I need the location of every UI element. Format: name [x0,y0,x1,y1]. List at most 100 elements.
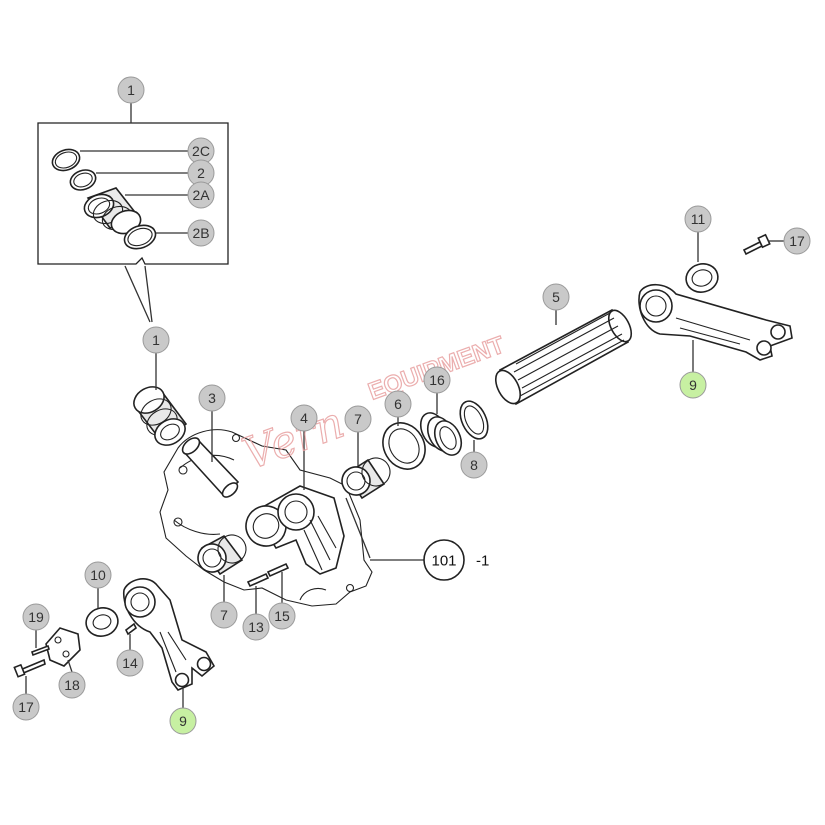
callout-7-bot[interactable]: 7 [210,601,238,629]
disc-10 [85,607,119,637]
callout-label: 10 [90,567,106,583]
callout-bubble [290,404,318,432]
ring-6 [382,422,426,470]
callout-label: 14 [122,655,138,671]
assembly-ref-suffix: -1 [476,553,489,570]
callout-3[interactable]: 3 [198,384,226,412]
callout-2[interactable]: 2 [187,159,215,187]
lever-4 [245,485,345,575]
callout-1-top[interactable]: 1 [117,76,145,104]
callout-9-top[interactable]: 9 [679,371,707,399]
callout-bubble [22,603,50,631]
callout-label: 2 [197,165,205,181]
callout-label: 7 [354,411,362,427]
callout-label: 6 [394,396,402,412]
callout-14[interactable]: 14 [116,649,144,677]
callout-label: 4 [300,410,308,426]
callout-11[interactable]: 11 [684,205,712,233]
bolt-17-bottom [13,658,46,678]
callout-label: 8 [470,457,478,473]
plate-18 [45,627,81,667]
callout-label: 3 [208,390,216,406]
callout-label: 5 [552,289,560,305]
callout-5[interactable]: 5 [542,283,570,311]
callout-4[interactable]: 4 [290,404,318,432]
bolt-17-top [742,233,771,256]
callout-9-bot[interactable]: 9 [169,707,197,735]
callout-bubble [142,326,170,354]
callout-bubble [116,649,144,677]
callout-label: 13 [248,619,264,635]
callout-bubble [679,371,707,399]
pin-3 [181,437,240,498]
callout-bubble [242,613,270,641]
washer-19 [30,644,51,657]
callout-bubble [384,390,412,418]
bearing-1 [133,386,188,446]
callout-label: 9 [689,377,697,393]
callout-label: 11 [691,211,706,227]
callout-label: 18 [64,677,80,693]
pin-15 [266,562,290,578]
ring-2 [69,169,97,191]
callout-bubble [169,707,197,735]
assembly-ref[interactable]: 101 -1 [423,539,489,581]
callout-label: 2C [192,143,210,159]
callout-15[interactable]: 15 [268,602,296,630]
callout-label: 19 [28,609,44,625]
callout-bubble [198,384,226,412]
callout-label: 2A [192,187,210,203]
seal-16 [419,412,463,456]
callout-17-top[interactable]: 17 [783,227,811,255]
callout-19[interactable]: 19 [22,603,50,631]
callout-bubble [783,227,811,255]
ring-2c [51,148,81,172]
callout-bubble [84,561,112,589]
callout-label: 17 [18,699,34,715]
callout-label: 16 [429,372,445,388]
callout-bubble [268,602,296,630]
lever-9-top [638,283,793,361]
callout-bubble [12,693,40,721]
callout-16[interactable]: 16 [423,366,451,394]
callout-2a[interactable]: 2A [187,181,215,209]
callout-label: 2B [192,225,209,241]
callout-bubble [210,601,238,629]
bearing-2a [83,187,142,235]
callout-bubble [187,181,215,209]
bushing-7-lower [197,534,247,576]
assembly-ref-circle [423,539,465,581]
callout-bubble [187,219,215,247]
lever-9-bottom [123,578,216,691]
callout-bubble [684,205,712,233]
callout-10[interactable]: 10 [84,561,112,589]
callout-6[interactable]: 6 [384,390,412,418]
assembly-ref-label: 101 [431,553,456,570]
callout-17-bot[interactable]: 17 [12,693,40,721]
callout-label: 17 [789,233,805,249]
ring-8 [459,400,489,440]
callout-18[interactable]: 18 [58,671,86,699]
callout-bubble [58,671,86,699]
callout-bubble [542,283,570,311]
shaft-5 [494,308,633,406]
bushing-7-upper [341,457,391,500]
callout-8[interactable]: 8 [460,451,488,479]
callout-bubble [344,405,372,433]
callout-label: 1 [127,82,135,98]
callout-13[interactable]: 13 [242,613,270,641]
callout-1-mid[interactable]: 1 [142,326,170,354]
kit-box [37,103,229,323]
callout-label: 7 [220,607,228,623]
disc-11 [685,263,719,293]
callout-label: 15 [274,608,290,624]
callout-label: 9 [179,713,187,729]
callout-7-top[interactable]: 7 [344,405,372,433]
callout-2b[interactable]: 2B [187,219,215,247]
callout-bubble [460,451,488,479]
callout-bubble [117,76,145,104]
pin-14 [124,622,138,636]
pin-13 [246,572,270,588]
ring-2b [123,224,157,250]
